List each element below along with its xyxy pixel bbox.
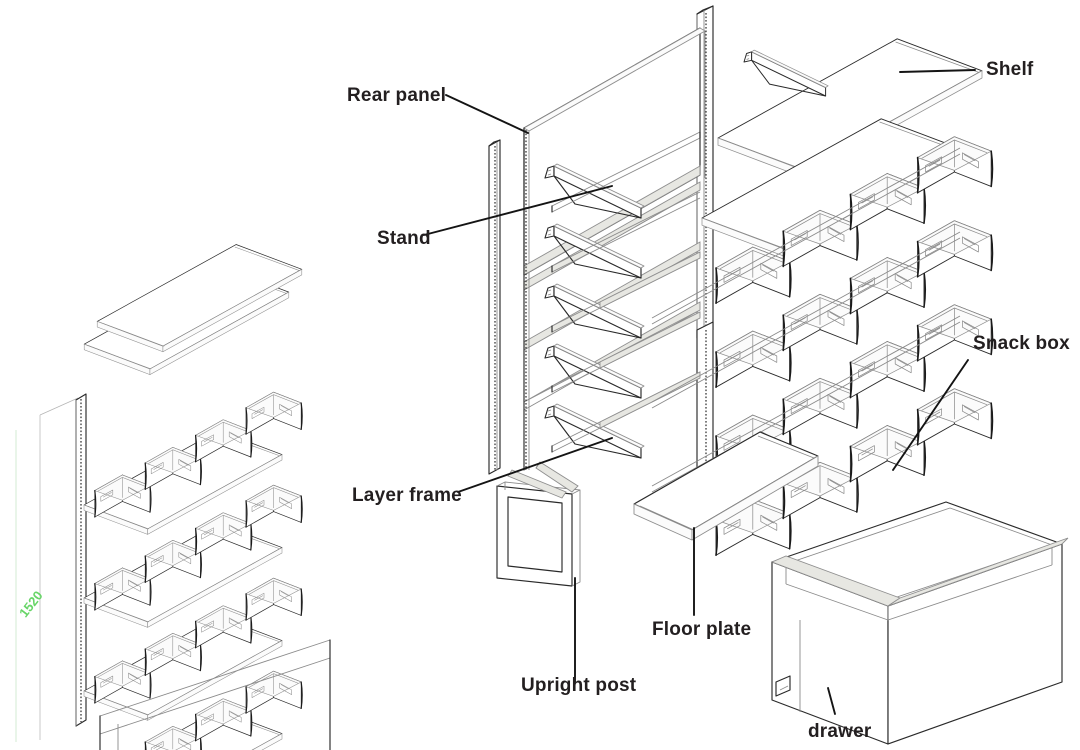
label-rear-panel: Rear panel — [347, 85, 447, 106]
layer-frame-part — [496, 461, 581, 587]
label-shelf: Shelf — [986, 59, 1034, 80]
leader-rear-panel — [445, 94, 529, 134]
exploded-frame-assembly — [488, 5, 714, 587]
floor-plate-part — [633, 431, 819, 541]
leader-stand — [423, 185, 613, 236]
leader-shelf — [899, 69, 976, 73]
drawer-part — [770, 501, 1069, 745]
assembled-shelf-unit — [15, 244, 331, 750]
leader-layer-frame — [457, 437, 613, 493]
leader-snack-box — [892, 359, 969, 471]
label-floor-plate: Floor plate — [652, 619, 752, 640]
label-layer-frame: Layer frame — [352, 485, 462, 506]
leader-lines — [423, 69, 976, 715]
label-snack-box: Snack box — [973, 333, 1070, 354]
label-drawer: drawer — [808, 721, 872, 742]
exploded-shelf-and-boxes — [633, 38, 1069, 745]
label-upright-post: Upright post — [521, 675, 637, 696]
leader-drawer — [827, 687, 836, 715]
label-stand: Stand — [377, 228, 431, 249]
